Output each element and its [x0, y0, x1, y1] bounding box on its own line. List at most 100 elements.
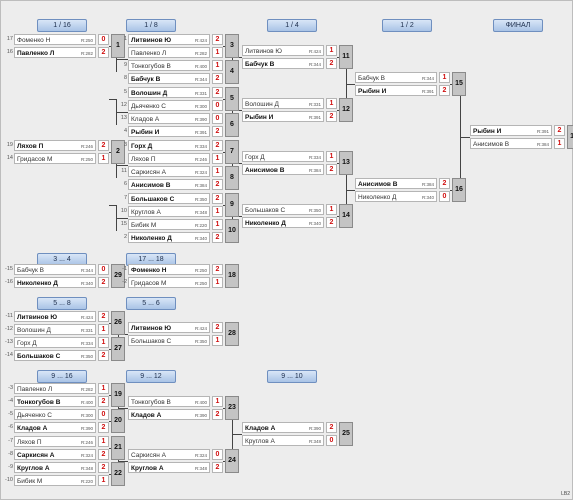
seed-number: 19 — [6, 142, 13, 148]
match-number[interactable]: 10 — [225, 219, 239, 243]
seed-number: 11 — [121, 168, 127, 174]
match-number[interactable]: 5 — [225, 87, 239, 111]
match-number[interactable]: 7 — [225, 140, 239, 164]
match-number[interactable]: 12 — [339, 98, 353, 122]
match-number[interactable]: 8 — [225, 166, 239, 190]
connector-line — [116, 218, 128, 219]
player-name: Литвинов Ю — [245, 48, 282, 55]
match-number[interactable]: 29 — [111, 264, 125, 288]
match-number[interactable]: 4 — [225, 60, 239, 84]
match-number[interactable]: 21 — [111, 436, 125, 460]
match-number[interactable]: 20 — [111, 409, 125, 433]
match-number[interactable]: 28 — [225, 322, 239, 346]
match-number[interactable]: 3 — [225, 34, 239, 58]
player-name: Тонкогубов В — [131, 399, 171, 406]
match-number[interactable]: 6 — [225, 113, 239, 137]
match-number[interactable]: 1 — [111, 34, 125, 58]
player-rating: R:384 — [536, 142, 549, 147]
match-number[interactable]: 15 — [452, 72, 466, 96]
match-number[interactable]: 19 — [111, 383, 125, 407]
match-number[interactable]: 13 — [339, 151, 353, 175]
match-number[interactable]: 22 — [111, 462, 125, 486]
seed-number: 16 — [6, 49, 13, 55]
match-number[interactable]: 2 — [111, 140, 125, 164]
match-number[interactable]: 23 — [225, 396, 239, 420]
player-name: Бабчук В — [17, 267, 45, 274]
seed-number: -13 — [5, 339, 13, 345]
match-number[interactable]: 24 — [225, 449, 239, 473]
match-number[interactable]: 17 — [567, 125, 573, 149]
score-cell: 1 — [326, 151, 337, 162]
match-number[interactable]: 27 — [111, 337, 125, 361]
match-number[interactable]: 18 — [225, 264, 239, 288]
match-number[interactable]: 16 — [452, 178, 466, 202]
match-number[interactable]: 26 — [111, 311, 125, 335]
match-number[interactable]: 9 — [225, 193, 239, 217]
player-rating: R:390 — [308, 426, 321, 431]
match-number[interactable]: 11 — [339, 45, 353, 69]
player-rating: R:300 — [80, 413, 93, 418]
match-number[interactable]: 25 — [339, 422, 353, 446]
round-header: 9 ... 10 — [267, 370, 317, 383]
match-number[interactable]: 14 — [339, 204, 353, 228]
